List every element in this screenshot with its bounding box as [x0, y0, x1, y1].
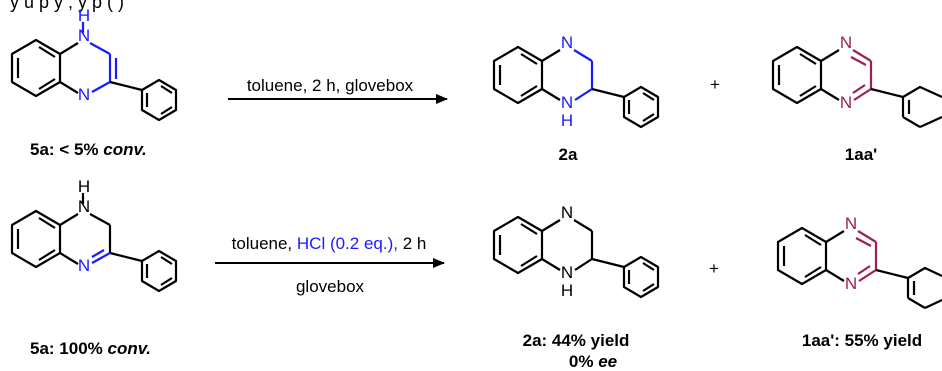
- row1-conditions: toluene, 2 h, glovebox: [247, 76, 414, 95]
- row1-product1-label: 2a: [559, 145, 578, 164]
- row1-reactant-label: 5a: < 5% conv.: [30, 140, 147, 159]
- molecule-5a-row1: [10, 22, 178, 122]
- molecule-1aa-row1: [771, 45, 942, 129]
- atom-n: N: [845, 214, 857, 233]
- atom-n: N: [78, 197, 90, 216]
- atom-n: N: [840, 33, 852, 52]
- row1-plus-sign: +: [710, 75, 720, 94]
- atom-n: N: [78, 256, 90, 275]
- atom-n: N: [840, 93, 852, 112]
- atom-h: H: [78, 6, 90, 25]
- row2-conditions-line2: glovebox: [296, 277, 365, 296]
- row2-product1-label: 2a: 44% yield: [523, 331, 630, 350]
- row2-product1-ee: 0% ee: [569, 352, 617, 371]
- row2-product2-label: 1aa': 55% yield: [802, 331, 922, 350]
- molecule-1aa-row2: [776, 226, 942, 309]
- atom-n: N: [561, 203, 573, 222]
- atom-n: N: [561, 93, 573, 112]
- atom-h: H: [561, 111, 573, 130]
- atom-n: N: [78, 85, 90, 104]
- row2-plus-sign: +: [709, 259, 719, 278]
- molecule-5a-row2: [10, 193, 178, 293]
- row1-product2-label: 1aa': [845, 145, 877, 164]
- row2-conditions: toluene, HCl (0.2 eq.), 2 h: [232, 234, 427, 253]
- header-text: y u p y , y p ( ): [10, 0, 124, 12]
- atom-h: H: [78, 177, 90, 196]
- atom-n: N: [561, 33, 573, 52]
- row2-reactant-label: 5a: 100% conv.: [30, 339, 151, 358]
- molecule-2a-row1: [492, 45, 660, 129]
- atom-h: H: [561, 281, 573, 300]
- atom-n: N: [78, 26, 90, 45]
- atom-n: N: [845, 274, 857, 293]
- molecule-2a-row2: [492, 215, 660, 299]
- atom-n: N: [561, 263, 573, 282]
